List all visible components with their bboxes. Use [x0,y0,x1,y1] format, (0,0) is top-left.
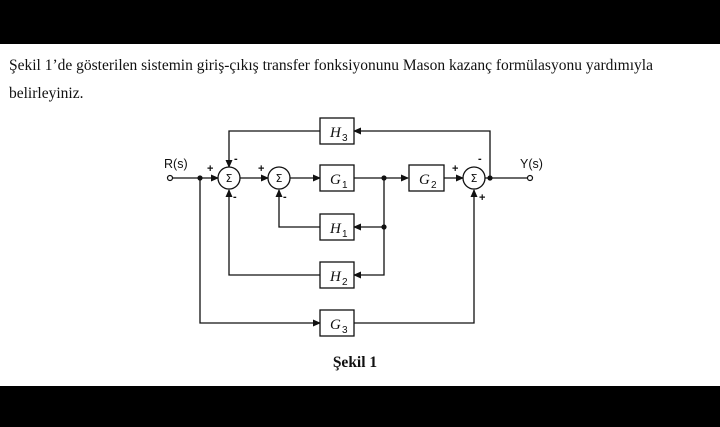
output-terminal [526,174,534,182]
block-h1: H 1 [319,213,355,241]
sign-sum1-left: + [207,163,213,175]
svg-text:1: 1 [342,229,348,240]
junction-g1-out [381,175,387,181]
summing-junction-3: Σ [462,166,486,190]
svg-text:3: 3 [342,133,348,144]
junction-h1-h2 [381,224,387,230]
line-h1-in [353,178,385,231]
sum-symbol: Σ [276,172,283,185]
svg-text:3: 3 [342,325,348,336]
block-h2: H 2 [319,261,355,289]
input-terminal [166,174,174,182]
line-g3-in [199,178,321,327]
svg-text:2: 2 [431,180,437,191]
block-g2: G 2 [408,164,445,192]
line-h2-out [225,189,320,276]
sign-sum3-top: - [478,153,482,165]
svg-text:2: 2 [342,277,348,288]
sign-sum3-bottom: + [479,192,485,204]
sign-sum1-bottom: - [233,191,237,203]
block-h3: H 3 [319,117,355,145]
svg-text:G: G [419,172,430,188]
line-h3-out [225,130,320,168]
svg-text:1: 1 [342,180,348,191]
block-g3: G 3 [319,309,355,337]
line-g3-out [354,189,478,324]
sum-symbol: Σ [471,172,478,185]
svg-text:H: H [329,269,342,285]
figure-caption: Şekil 1 [332,354,378,371]
sign-sum1-top: - [234,153,238,165]
junction-output [487,175,493,181]
line-h1-out [275,189,320,228]
line-h3-in [353,127,491,178]
summing-junction-2: Σ [267,166,291,190]
question-text: Şekil 1’de gösterilen sistemin giriş-çık… [9,57,653,102]
sign-sum2-left: + [258,163,264,175]
sign-sum2-bottom: - [283,191,287,203]
input-label: R(s) [164,157,188,171]
summing-junction-1: Σ [217,166,241,190]
block-diagram: Σ Σ Σ H 3 G 1 G 2 H 1 [164,117,543,337]
svg-text:G: G [330,317,341,333]
junction-input [197,175,203,181]
line-h2-in [353,227,385,279]
sum-symbol: Σ [226,172,233,185]
sign-sum3-left: + [452,163,458,175]
block-g1: G 1 [319,164,355,192]
question-page: Şekil 1’de gösterilen sistemin giriş-çık… [0,44,720,386]
svg-text:H: H [329,221,342,237]
svg-text:H: H [329,125,342,141]
output-label: Y(s) [520,157,543,171]
svg-text:G: G [330,172,341,188]
